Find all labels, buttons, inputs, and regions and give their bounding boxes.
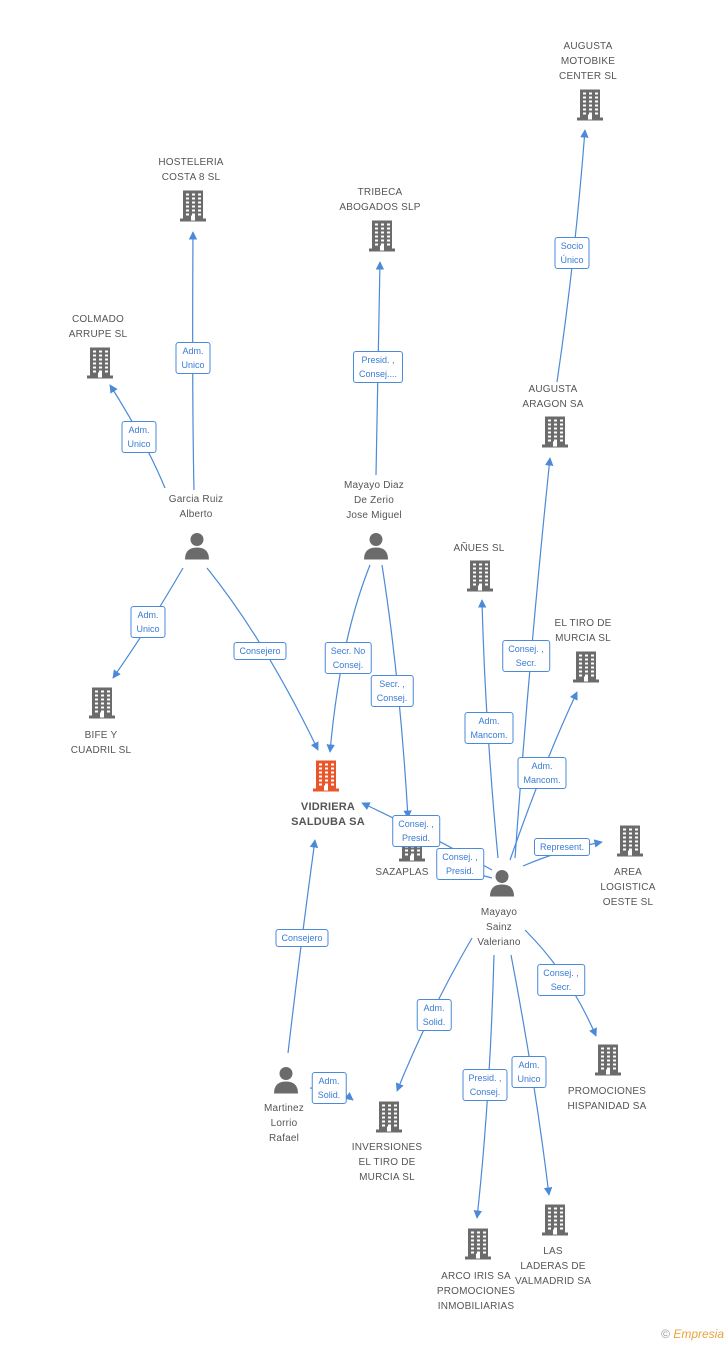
- building-icon[interactable]: [541, 1203, 569, 1242]
- edge-label[interactable]: Adm. Unico: [121, 421, 157, 453]
- edge-label[interactable]: Consej. , Presid.: [436, 848, 484, 880]
- node-label-augusta-motobike[interactable]: AUGUSTA MOTOBIKE CENTER SL: [559, 41, 617, 82]
- edge-label[interactable]: Consej. , Secr.: [537, 964, 585, 996]
- empresia-logo: © Empresia: [661, 1327, 724, 1341]
- building-icon[interactable]: [576, 88, 604, 127]
- building-icon[interactable]: [541, 415, 569, 454]
- building-icon[interactable]: [572, 650, 600, 689]
- building-icon[interactable]: [464, 1227, 492, 1266]
- node-label-area-logistica[interactable]: AREA LOGISTICA OESTE SL: [600, 867, 656, 908]
- edge-label[interactable]: Secr. No Consej.: [324, 642, 372, 674]
- building-icon[interactable]: [375, 1100, 403, 1139]
- node-label-colmado[interactable]: COLMADO ARRUPE SL: [68, 314, 128, 340]
- edge-label[interactable]: Adm. Unico: [511, 1056, 547, 1088]
- node-label-augusta-aragon[interactable]: AUGUSTA ARAGON SA: [522, 384, 584, 410]
- edge-martinez-to-vidriera: [287, 839, 319, 1054]
- edge-label[interactable]: Consejero: [275, 929, 329, 947]
- node-label-inversiones[interactable]: INVERSIONES EL TIRO DE MURCIA SL: [351, 1142, 423, 1183]
- node-label-hosteleria[interactable]: HOSTELERIA COSTA 8 SL: [158, 157, 224, 183]
- node-label-garcia[interactable]: Garcia Ruiz Alberto: [168, 494, 224, 520]
- building-icon[interactable]: [368, 219, 396, 258]
- node-label-tribeca[interactable]: TRIBECA ABOGADOS SLP: [339, 187, 421, 213]
- copyright-symbol: ©: [661, 1327, 670, 1341]
- node-label-tiro-murcia-sl[interactable]: EL TIRO DE MURCIA SL: [554, 618, 612, 644]
- edge-label[interactable]: Adm. Unico: [175, 342, 211, 374]
- edge-label[interactable]: Presid. , Consej.: [462, 1069, 508, 1101]
- person-icon[interactable]: [362, 532, 390, 565]
- person-icon[interactable]: [488, 869, 516, 902]
- edge-label[interactable]: Adm. Solid.: [311, 1072, 347, 1104]
- node-label-promociones-hisp[interactable]: PROMOCIONES HISPANIDAD SA: [567, 1086, 647, 1112]
- building-icon[interactable]: [179, 189, 207, 228]
- edge-label[interactable]: Adm. Unico: [130, 606, 166, 638]
- node-label-bife[interactable]: BIFE Y CUADRIL SL: [70, 730, 132, 756]
- building-icon[interactable]: [88, 686, 116, 725]
- edge-garcia-to-hosteleria: [188, 231, 198, 491]
- node-label-martinez[interactable]: Martinez Lorrio Rafael: [264, 1103, 304, 1144]
- edge-label[interactable]: Consejero: [233, 642, 287, 660]
- edge-label[interactable]: Adm. Solid.: [416, 999, 452, 1031]
- node-label-mayayo-sainz[interactable]: Mayayo Sainz Valeriano: [477, 907, 521, 948]
- node-label-mayayo-diaz[interactable]: Mayayo Diaz De Zerio Jose Miguel: [344, 480, 404, 521]
- edge-label[interactable]: Adm. Mancom.: [517, 757, 567, 789]
- node-label-anues[interactable]: AÑUES SL: [453, 543, 505, 554]
- person-icon[interactable]: [183, 532, 211, 565]
- edge-label[interactable]: Represent.: [533, 838, 591, 856]
- node-label-arco-iris[interactable]: ARCO IRIS SA PROMOCIONES INMOBILIARIAS: [436, 1271, 516, 1312]
- brand-name: Empresia: [673, 1327, 724, 1341]
- edge-label[interactable]: Consej. , Presid.: [392, 815, 440, 847]
- building-icon[interactable]: [594, 1043, 622, 1082]
- edge-label[interactable]: Presid. , Consej....: [352, 351, 404, 383]
- building-icon[interactable]: [86, 346, 114, 385]
- building-icon[interactable]: [616, 824, 644, 863]
- edge-label[interactable]: Secr. , Consej.: [370, 675, 414, 707]
- edge-label[interactable]: Adm. Mancom.: [464, 712, 514, 744]
- building-icon[interactable]: [466, 559, 494, 598]
- person-icon[interactable]: [272, 1066, 300, 1099]
- node-label-vidriera[interactable]: VIDRIERA SALDUBA SA: [291, 801, 365, 828]
- edge-label[interactable]: Consej. , Secr.: [502, 640, 550, 672]
- edge-label[interactable]: Socio Único: [554, 237, 590, 269]
- node-label-las-laderas[interactable]: LAS LADERAS DE VALMADRID SA: [514, 1246, 592, 1287]
- main-company-building-icon[interactable]: [312, 759, 340, 798]
- node-label-sazaplas[interactable]: SAZAPLAS: [375, 867, 429, 878]
